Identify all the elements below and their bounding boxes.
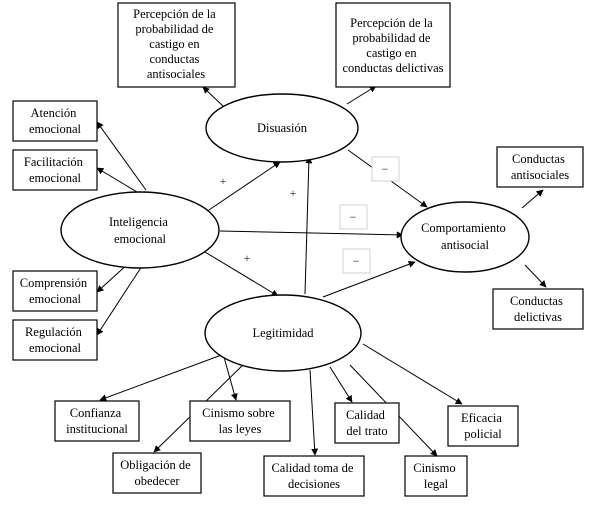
eficacia-label: Eficacia policial	[461, 411, 505, 441]
conductas-antisociales-label: Conductas antisociales	[511, 152, 569, 182]
box-conductas-delictivas: Conductas delictivas	[492, 288, 584, 330]
confianza-label: Confianza institucional	[66, 406, 128, 436]
facilitacion-label: Facilitación emocional	[24, 155, 86, 185]
edge-leg-confianza	[99, 349, 236, 402]
box-obligacion: Obligación de obedecer	[112, 452, 202, 494]
edge-legitimidad-comportamiento	[322, 260, 416, 298]
edge-ie-comportamiento	[219, 230, 404, 239]
sign-box-disuasion-comp	[371, 156, 400, 182]
path-signs: + + + − − −	[220, 156, 400, 274]
box-confianza: Confianza institucional	[54, 400, 140, 442]
sign-box-ie-comp	[339, 204, 368, 230]
box-percepcion-antisociales: Percepción de la probabilidad de castigo…	[117, 2, 236, 88]
sign-box-leg-comp	[342, 248, 371, 274]
node-disuasion: Disuasión	[205, 93, 359, 163]
percepcion-delictivas-label: Percepción de la probabilidad de castigo…	[342, 16, 443, 75]
box-conductas-antisociales: Conductas antisociales	[496, 146, 584, 188]
box-calidad-trato: Calidad del trato	[334, 402, 400, 444]
calidad-decisiones-label: Calidad toma de decisiones	[271, 461, 356, 491]
edge-ie-disuasion	[205, 161, 281, 213]
sign-leg-comp: −	[353, 254, 360, 268]
sign-disuasion-comp: −	[382, 162, 389, 176]
comprension-label: Comprensión emocional	[20, 276, 90, 306]
sign-ie-legitimidad: +	[244, 251, 251, 265]
box-comprension: Comprensión emocional	[12, 270, 98, 312]
disuasion-label: Disuasión	[257, 121, 308, 135]
conductas-delictivas-label: Conductas delictivas	[510, 294, 566, 324]
edge-legitimidad-disuasion	[304, 156, 313, 295]
box-cinismo-legal: Cinismo legal	[404, 455, 468, 497]
edge-disuasion-percepcion-delictivas	[346, 85, 377, 105]
box-atencion: Atención emocional	[12, 100, 98, 142]
edge-comp-conductas-antisociales	[521, 189, 544, 209]
legitimidad-label: Legitimidad	[252, 326, 314, 340]
box-cinismo-leyes: Cinismo sobre las leyes	[189, 400, 291, 442]
box-eficacia: Eficacia policial	[447, 405, 519, 447]
edge-ie-regulacion	[96, 265, 143, 336]
edge-ie-legitimidad	[204, 251, 279, 297]
edge-ie-atencion	[96, 121, 147, 191]
edge-ie-facilitacion	[96, 167, 138, 193]
atencion-label: Atención emocional	[29, 106, 82, 136]
node-legitimidad: Legitimidad	[204, 294, 362, 372]
sign-ie-comp: −	[350, 210, 357, 224]
box-facilitacion: Facilitación emocional	[12, 149, 98, 191]
edge-comp-conductas-delictivas	[524, 264, 547, 288]
regulacion-label: Regulación emocional	[25, 325, 85, 355]
edge-leg-eficacia	[362, 343, 463, 405]
comportamiento-label: Comportamiento antisocial	[421, 221, 509, 252]
edges	[96, 85, 547, 457]
percepcion-antisociales-label: Percepción de la probabilidad de castigo…	[133, 7, 219, 81]
sign-ie-disuasion: +	[220, 174, 227, 188]
sign-leg-disuasion: +	[290, 186, 297, 200]
obligacion-label: Obligación de obedecer	[120, 458, 194, 488]
edge-disuasion-percepcion-antisociales	[202, 86, 226, 109]
inteligencia-label: Inteligencia emocional	[109, 215, 171, 246]
box-regulacion: Regulación emocional	[12, 319, 98, 361]
box-calidad-decisiones: Calidad toma de decisiones	[263, 455, 365, 497]
calidad-trato-label: Calidad del trato	[346, 408, 388, 438]
cinismo-legal-label: Cinismo legal	[413, 461, 459, 491]
edge-leg-calidad-decisiones	[309, 369, 319, 456]
box-percepcion-delictivas: Percepción de la probabilidad de castigo…	[335, 2, 451, 88]
cinismo-leyes-label: Cinismo sobre las leyes	[202, 406, 278, 436]
node-inteligencia-emocional: Inteligencia emocional	[60, 191, 220, 269]
edge-leg-calidad-trato	[329, 366, 353, 403]
node-comportamiento-antisocial: Comportamiento antisocial	[400, 201, 530, 273]
